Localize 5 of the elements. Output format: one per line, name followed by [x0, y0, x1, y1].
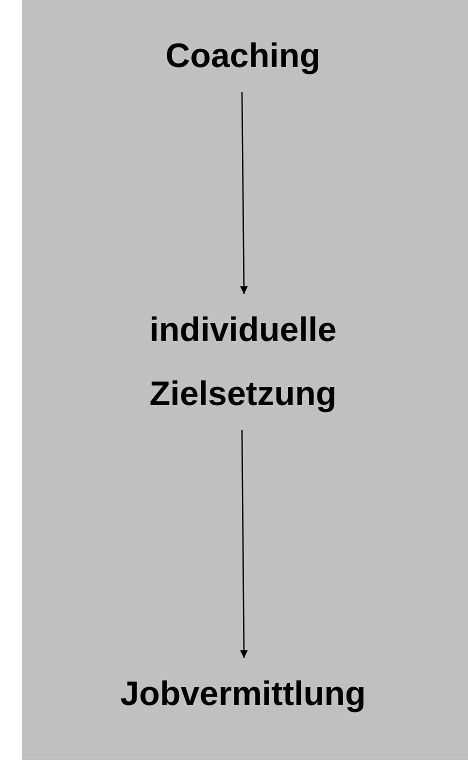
node-text: Jobvermittlung	[63, 662, 423, 726]
arrow	[240, 430, 248, 658]
arrow	[240, 92, 248, 294]
node-text: individuelle Zielsetzung	[93, 298, 393, 426]
node-text: Coaching	[93, 24, 393, 88]
